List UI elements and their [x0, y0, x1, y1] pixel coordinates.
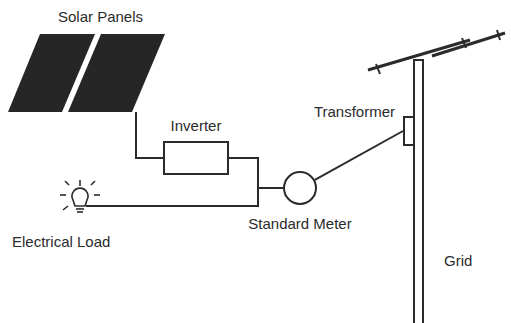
inverter-box — [163, 141, 229, 175]
utility-pole — [368, 30, 505, 323]
load-wire — [86, 189, 258, 206]
transformer-box — [403, 116, 415, 146]
wire — [315, 131, 403, 180]
light-bulb — [60, 180, 100, 212]
part-label: Electrical Load — [12, 233, 110, 251]
component-label: Inverter — [171, 117, 222, 135]
solar-panels — [8, 34, 165, 112]
component-label: Standard Meter — [248, 215, 351, 233]
component-label: Transformer — [314, 103, 395, 121]
solar-panel — [68, 34, 165, 112]
meter-circle — [283, 171, 317, 205]
part-label: Solar Panels — [58, 8, 143, 26]
part-label: Grid — [444, 252, 472, 270]
panel-wire — [136, 112, 163, 158]
wire — [229, 158, 283, 188]
